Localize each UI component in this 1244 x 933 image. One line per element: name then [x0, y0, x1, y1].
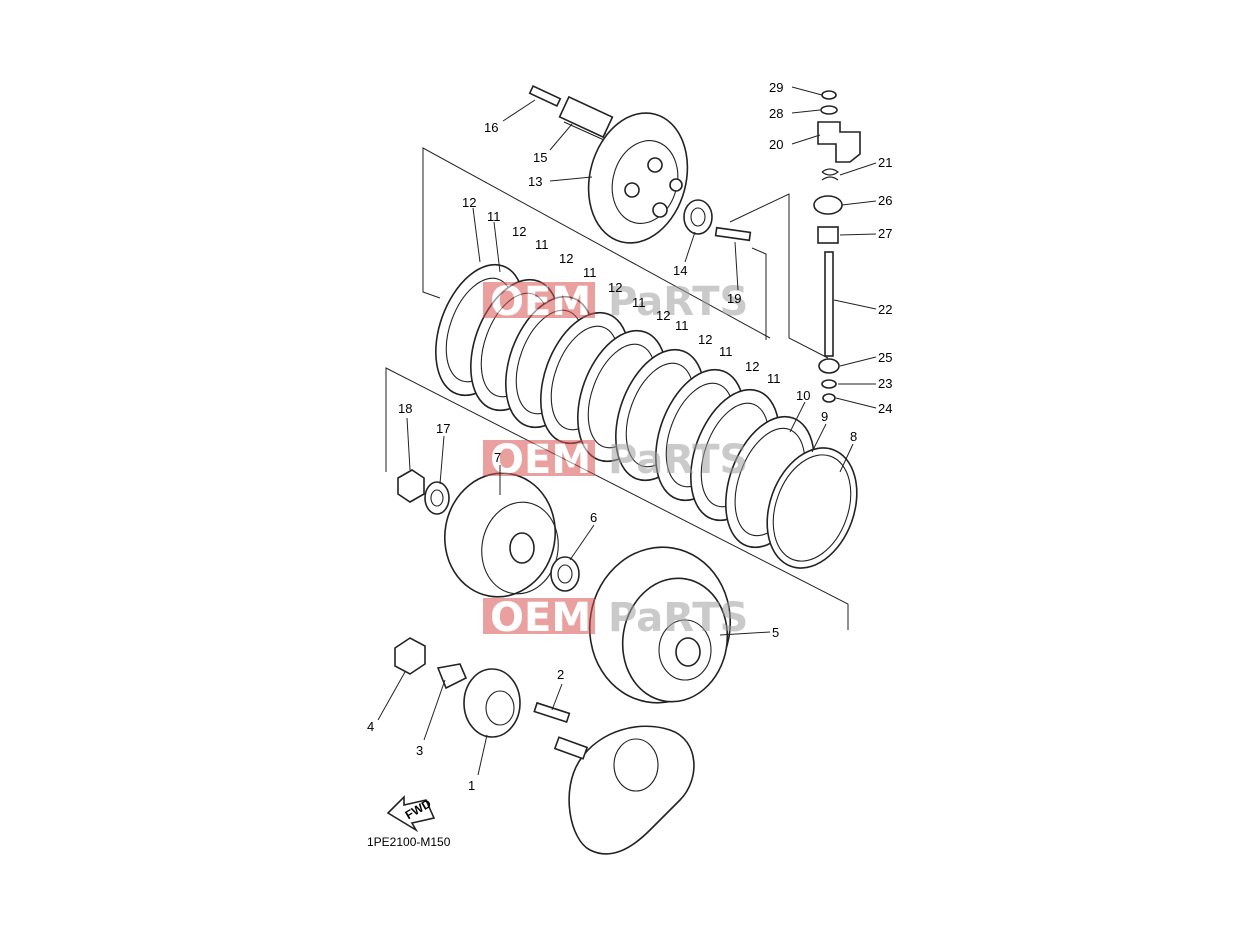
push-lever-assembly: [813, 90, 861, 403]
callout-11: 11: [675, 318, 689, 333]
callout-8: 8: [850, 429, 857, 444]
watermark-oem: OEM: [490, 437, 591, 483]
assembly-brackets: [385, 147, 849, 630]
crankshaft: [553, 725, 695, 855]
watermark-parts: PaRTS: [608, 437, 748, 483]
callout-12: 12: [462, 195, 476, 210]
callout-14: 14: [673, 263, 687, 278]
clutch-boss: [443, 472, 559, 598]
callout-12: 12: [656, 308, 670, 323]
pressure-plate: [587, 112, 689, 244]
callout-11: 11: [632, 295, 646, 310]
callout-4: 4: [367, 719, 374, 734]
push-rod: [714, 226, 752, 242]
callout-11: 11: [535, 237, 549, 252]
callout-19: 19: [727, 291, 741, 306]
clutch-spring: [558, 95, 614, 141]
callout-26: 26: [878, 193, 892, 208]
callout-23: 23: [878, 376, 892, 391]
callout-10: 10: [796, 388, 810, 403]
watermark: OEM PaRTS OEM PaRTS OEM PaRTS: [483, 279, 748, 641]
callout-16: 16: [484, 120, 498, 135]
callout-29: 29: [769, 80, 783, 95]
clutch-plate-stack: [434, 263, 858, 569]
watermark-oem: OEM: [490, 279, 591, 325]
callout-22: 22: [878, 302, 892, 317]
callout-13: 13: [528, 174, 542, 189]
callout-28: 28: [769, 106, 783, 121]
primary-gear: [463, 668, 521, 738]
callout-12: 12: [698, 332, 712, 347]
callout-9: 9: [821, 409, 828, 424]
callout-12: 12: [608, 280, 622, 295]
watermark-oem: OEM: [490, 595, 591, 641]
callout-18: 18: [398, 401, 412, 416]
bearing: [683, 199, 713, 235]
callout-11: 11: [583, 265, 597, 280]
fwd-arrow-icon: FWD: [386, 795, 436, 833]
diagram-code: 1PE2100-M150: [367, 835, 451, 849]
callout-11: 11: [719, 344, 733, 359]
clutch-housing: [588, 546, 732, 704]
callout-24: 24: [878, 401, 892, 416]
callout-7: 7: [494, 450, 501, 465]
callout-27: 27: [878, 226, 892, 241]
leader-lines: [377, 86, 877, 776]
callout-12: 12: [745, 359, 759, 374]
bolt: [528, 84, 562, 108]
key: [533, 701, 571, 724]
callout-12: 12: [512, 224, 526, 239]
drive-nut: [394, 637, 426, 675]
callout-15: 15: [533, 150, 547, 165]
callout-25: 25: [878, 350, 892, 365]
callout-12: 12: [559, 251, 573, 266]
callout-21: 21: [878, 155, 892, 170]
callout-17: 17: [436, 421, 450, 436]
callout-11: 11: [767, 371, 781, 386]
callout-1: 1: [468, 778, 475, 793]
watermark-parts: PaRTS: [608, 595, 748, 641]
callout-5: 5: [772, 625, 779, 640]
callout-20: 20: [769, 137, 783, 152]
lock-washer: [436, 663, 468, 690]
callout-3: 3: [416, 743, 423, 758]
callout-11: 11: [487, 209, 501, 224]
callout-6: 6: [590, 510, 597, 525]
watermark-parts: PaRTS: [608, 279, 748, 325]
nut-washer: [397, 469, 450, 515]
callout-2: 2: [557, 667, 564, 682]
washer: [550, 556, 580, 592]
callouts: 1 2 3 4 5 6 7 8 9 10 11 11 11 11 11 11 1…: [367, 80, 892, 793]
